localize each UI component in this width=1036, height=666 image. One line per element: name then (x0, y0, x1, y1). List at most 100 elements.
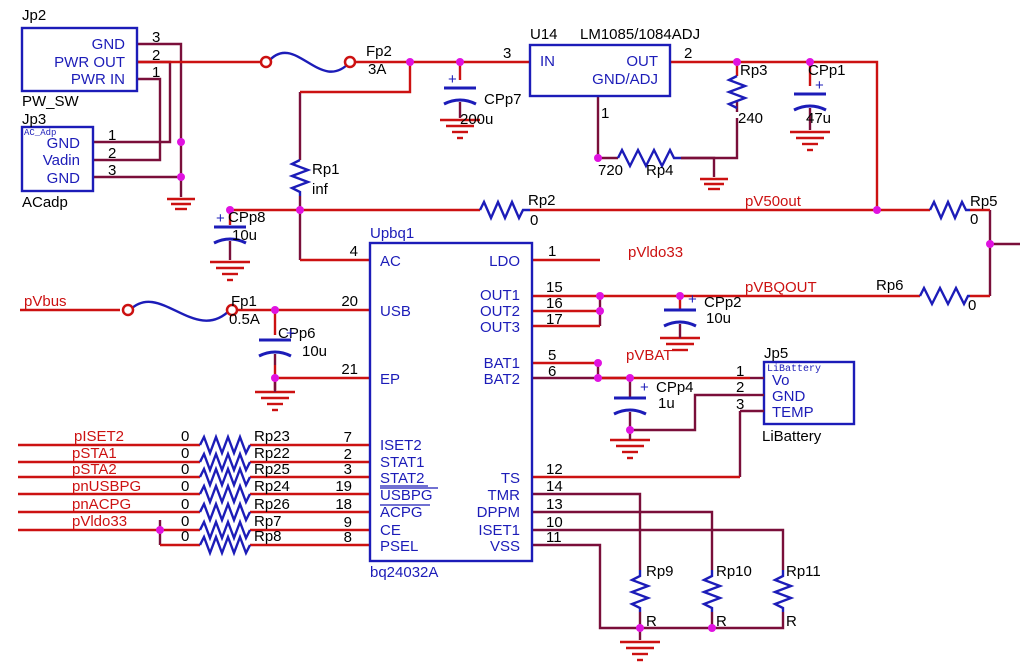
resistor-rp9 (628, 570, 652, 612)
net-psta1: pSTA1 (72, 445, 117, 462)
rp26-value: 0 (181, 496, 189, 513)
rp8-value: 0 (181, 528, 189, 545)
cpp7-ref: CPp7 (484, 91, 522, 108)
u14-num-adj: 1 (601, 105, 609, 122)
upbq1-pin-out2: OUT2 (480, 303, 520, 320)
upbq1-pin-stat2: STAT2 (380, 470, 424, 487)
rp10-value: R (716, 613, 727, 630)
cpp7-value: 200u (460, 111, 493, 128)
upbq1-num-3: 3 (344, 461, 352, 478)
jp2-ref: Jp2 (22, 7, 46, 24)
upbq1-pin-vss: VSS (490, 538, 520, 555)
resistor-rp7 (198, 518, 252, 542)
upbq1-pin-iset1: ISET1 (478, 522, 520, 539)
jp3-ref: Jp3 (22, 111, 46, 128)
fp1-value: 0.5A (229, 311, 260, 328)
ground-cpp8 (210, 260, 250, 282)
resistor-rp24 (198, 482, 252, 506)
resistor-rp2 (478, 199, 530, 221)
rp1-ref: Rp1 (312, 161, 340, 178)
u14-num-out: 2 (684, 45, 692, 62)
jp2-num-3: 3 (152, 29, 160, 46)
jp5-subtitle: LiBattery (767, 363, 821, 375)
upbq1-pin-ac: AC (380, 253, 401, 270)
net-pvbqout: pVBQOUT (745, 279, 817, 296)
upbq1-pin-tmr: TMR (488, 487, 521, 504)
fp2-ref: Fp2 (366, 43, 392, 60)
net-pvldo33-left: pVldo33 (72, 513, 127, 530)
u14-num-in: 3 (503, 45, 511, 62)
cpp4-ref: CPp4 (656, 379, 694, 396)
jp3-num-2: 2 (108, 145, 116, 162)
jp3-box (20, 125, 95, 193)
cpp2-plus: + (688, 291, 697, 308)
jp5-pin-temp: TEMP (772, 404, 814, 421)
cpp6-value: 10u (302, 343, 327, 360)
jp3-num-1: 1 (108, 127, 116, 144)
resistors (198, 74, 970, 612)
rp26-ref: Rp26 (254, 496, 290, 513)
upbq1-num-13: 13 (546, 496, 563, 513)
rp11-ref: Rp11 (786, 563, 821, 580)
jp2-connector: Jp2 GND PWR OUT PWR IN 3 2 1 PW_SW (22, 7, 160, 110)
ground-bottom (620, 640, 660, 662)
resistor-rp6 (918, 285, 970, 307)
capacitor-cpp1 (793, 92, 827, 130)
resistor-rp10 (700, 570, 724, 612)
upbq1-num-10: 10 (546, 514, 563, 531)
cpp1-ref: CPp1 (808, 62, 846, 79)
jp3-pin-vadin: Vadin (43, 152, 80, 169)
jp5-pin-vo: Vo (772, 372, 790, 389)
jp2-value: PW_SW (22, 93, 80, 110)
rp3-value: 240 (738, 110, 763, 127)
rp24-ref: Rp24 (254, 478, 290, 495)
cpp2-ref: CPp2 (704, 294, 742, 311)
rp23-value: 0 (181, 428, 189, 445)
rp3-ref: Rp3 (740, 62, 768, 79)
cpp6-ref: CPp6 (278, 325, 316, 342)
upbq1-num-4: 4 (350, 243, 358, 260)
upbq1-box (368, 241, 534, 563)
resistor-rp8 (198, 533, 252, 557)
net-pnacpg: pnACPG (72, 496, 131, 513)
rp8-ref: Rp8 (254, 528, 282, 545)
upbq1-num-1: 1 (548, 243, 556, 260)
ground-cpp1 (790, 130, 830, 152)
u14-ref: U14 (530, 26, 558, 43)
u14-box (528, 43, 672, 98)
capacitor-cpp2 (663, 308, 697, 336)
rp5-ref: Rp5 (970, 193, 998, 210)
resistor-rp1 (288, 158, 312, 196)
upbq1-pin-usbpg: USBPG (380, 487, 433, 504)
upbq1-num-15: 15 (546, 279, 563, 296)
rp7-ref: Rp7 (254, 513, 282, 530)
resistor-rp4 (616, 147, 681, 169)
net-pvldo33: pVldo33 (628, 244, 683, 261)
ground-cpp4 (610, 438, 650, 460)
upbq1-num-17: 17 (546, 311, 563, 328)
upbq1-num-12: 12 (546, 461, 563, 478)
upbq1-num-5: 5 (548, 347, 556, 364)
junction-dots (156, 58, 994, 632)
cpp8-plus: + (216, 210, 225, 227)
rp1-value: inf (312, 181, 329, 198)
upbq1-charger: Upbq1 bq24032A AC USB EP ISET2 STAT1 STA… (335, 225, 562, 581)
net-pnusbpg: pnUSBPG (72, 478, 141, 495)
rp11-value: R (786, 613, 797, 630)
jp2-num-1: 1 (152, 64, 160, 81)
rp9-ref: Rp9 (646, 563, 674, 580)
ground-rp4 (700, 177, 728, 191)
jp5-num-3: 3 (736, 396, 744, 413)
jp2-pin-pwr-in: PWR IN (71, 71, 125, 88)
upbq1-pin-stat1: STAT1 (380, 454, 424, 471)
cpp7-plus: + (448, 71, 457, 88)
capacitor-cpp7 (443, 86, 477, 118)
bottom-resistor-labels: Rp9 R Rp10 R Rp11 R (646, 563, 821, 630)
upbq1-num-8: 8 (344, 529, 352, 546)
upbq1-value: bq24032A (370, 564, 438, 581)
resistor-rp26 (198, 500, 252, 524)
upbq1-pin-ldo: LDO (489, 253, 520, 270)
rp4-value: 720 (598, 162, 623, 179)
jp2-box (20, 26, 139, 93)
rp25-ref: Rp25 (254, 461, 290, 478)
